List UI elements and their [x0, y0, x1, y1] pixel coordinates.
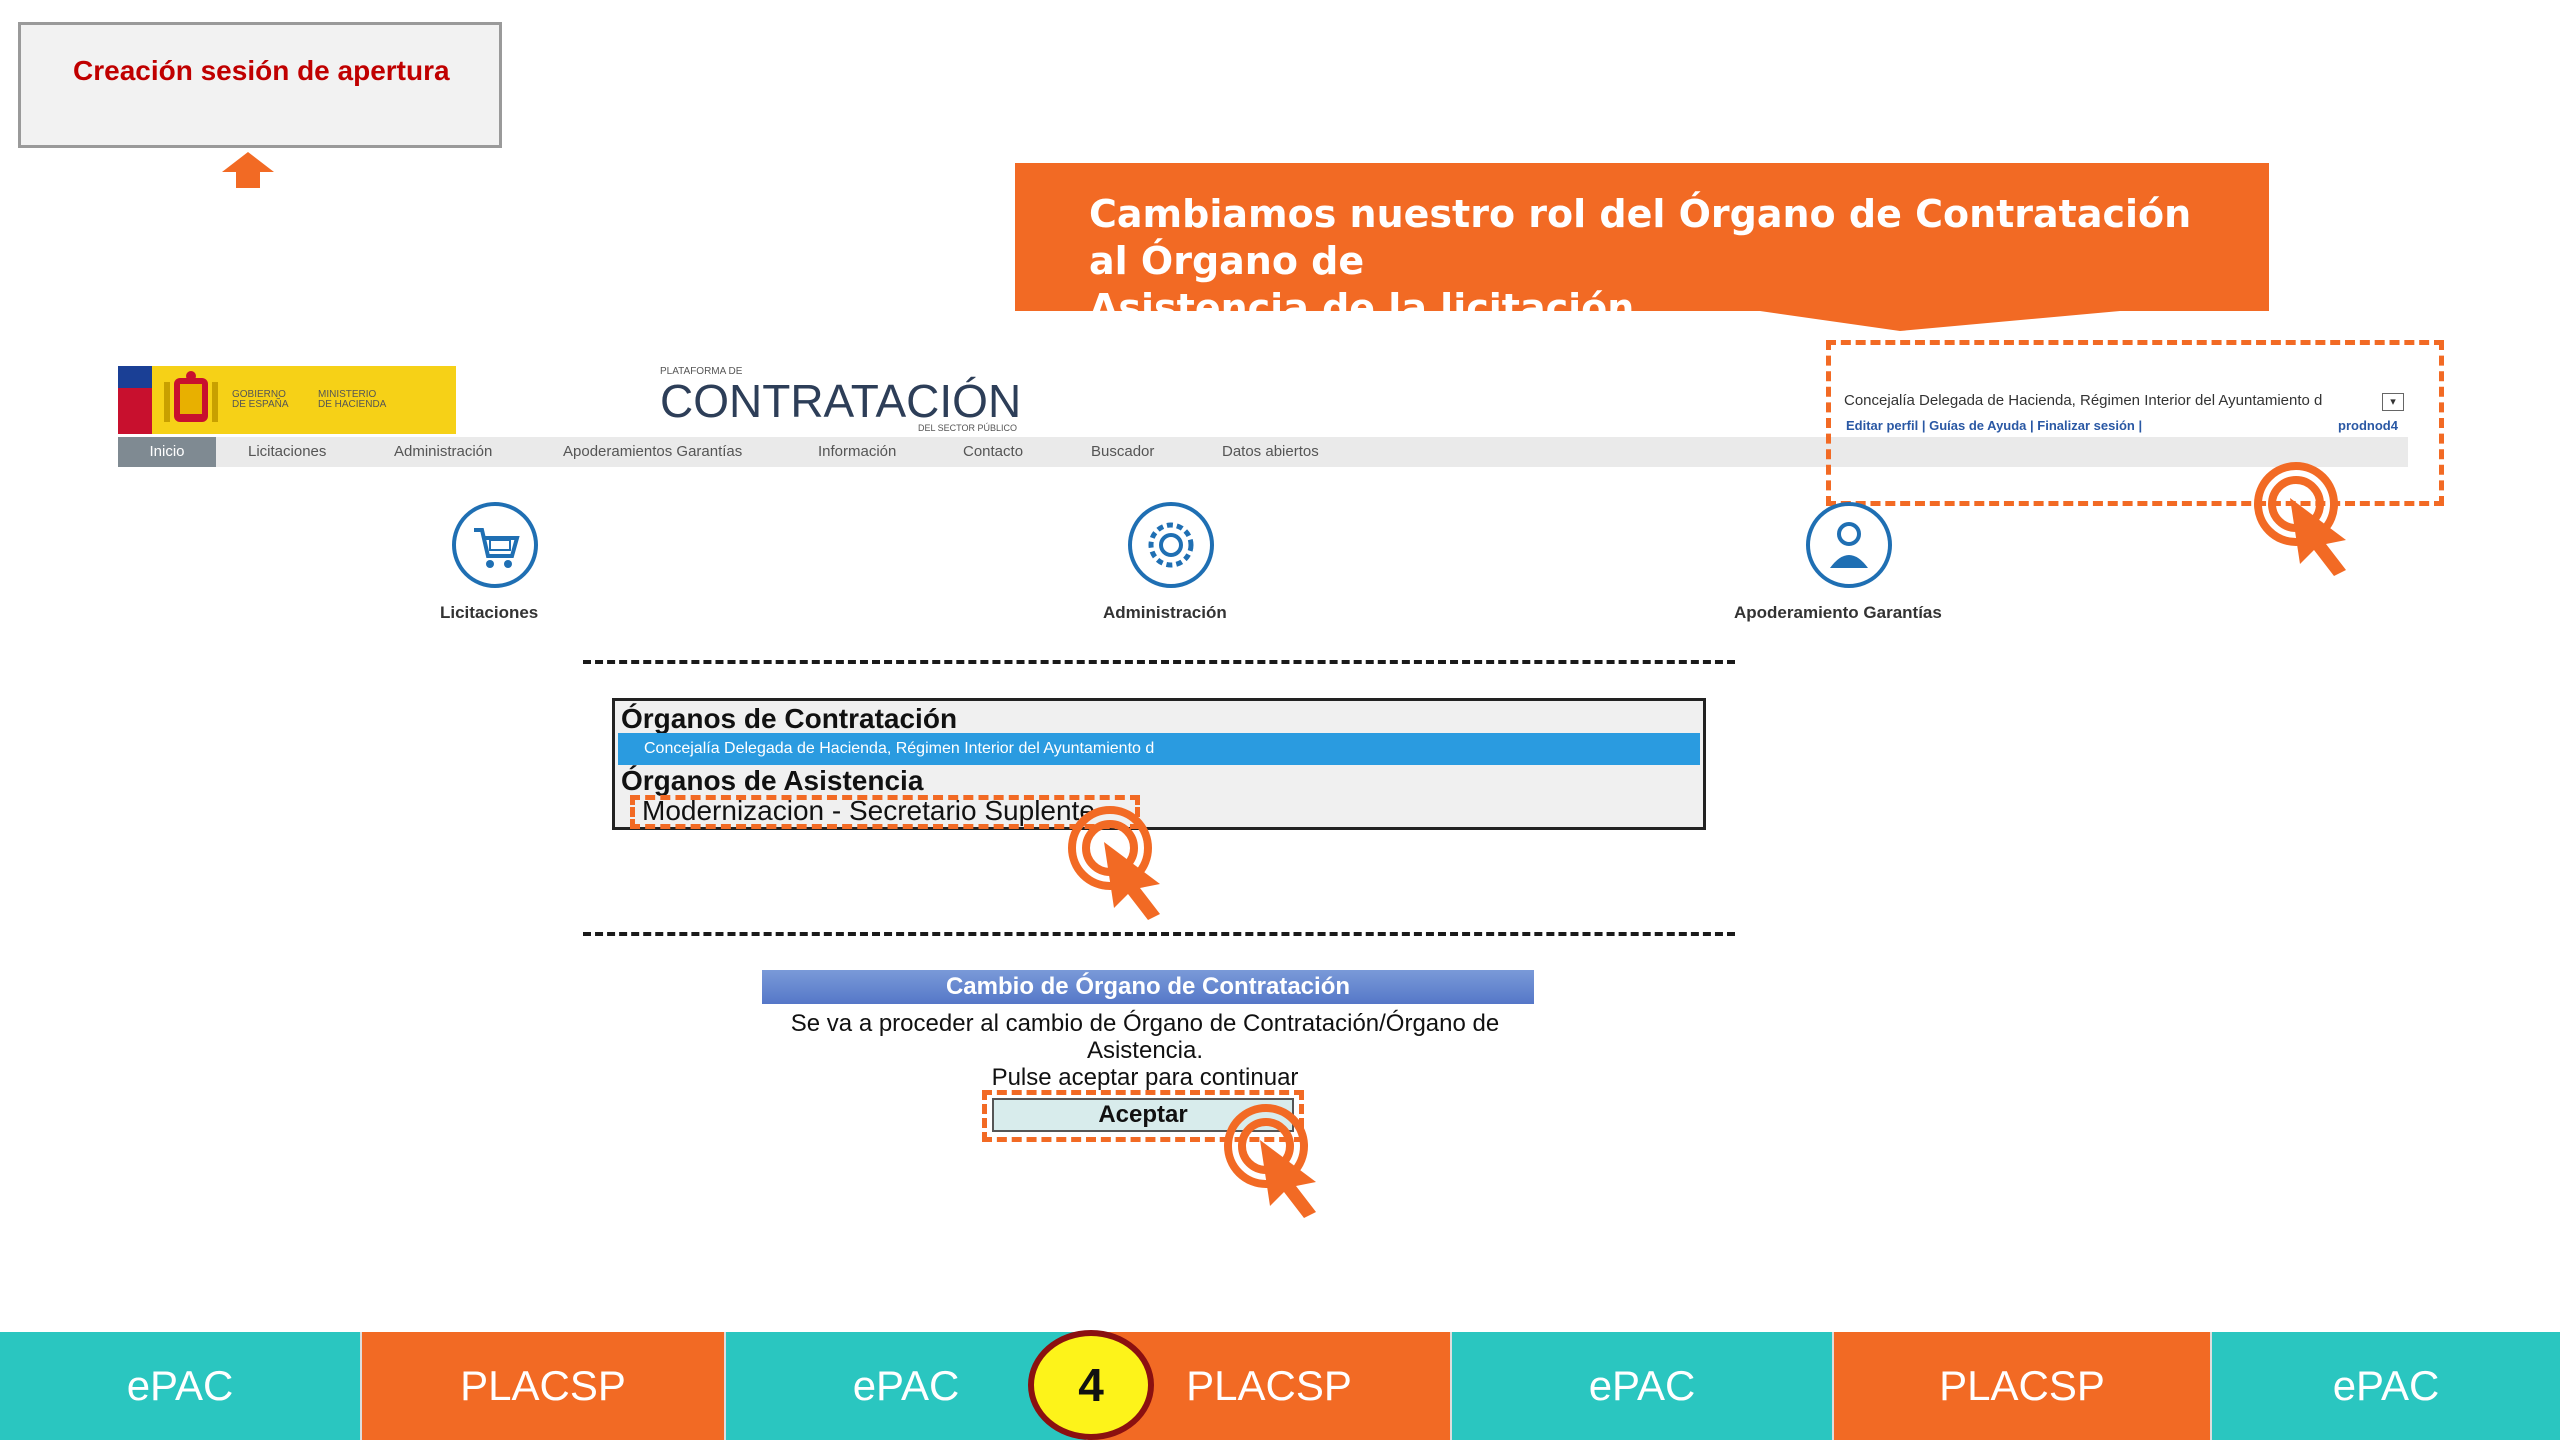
step-epac: ePAC — [726, 1332, 1088, 1440]
gear-icon[interactable] — [1128, 502, 1214, 588]
user-links: Editar perfil | Guías de Ayuda | Finaliz… — [1846, 418, 2143, 433]
role-select[interactable]: Concejalía Delegada de Hacienda, Régimen… — [1844, 392, 2323, 409]
apoderamiento-label: Apoderamiento Garantías — [1734, 603, 1942, 622]
confirmation-title: Cambio de Órgano de Contratación — [762, 970, 1534, 1004]
step-number-badge: 4 — [1028, 1330, 1154, 1440]
callout-line-2: Asistencia de la licitación — [1089, 286, 1635, 330]
help-guides-link[interactable]: Guías de Ayuda — [1929, 418, 2027, 433]
chevron-down-icon[interactable]: ▾ — [2382, 393, 2404, 411]
instruction-callout: Cambiamos nuestro rol del Órgano de Cont… — [1015, 163, 2269, 330]
confirmation-text-1: Se va a proceder al cambio de Órgano de … — [790, 1010, 1500, 1037]
licitaciones-label: Licitaciones — [440, 603, 539, 622]
up-arrow-icon — [222, 152, 274, 188]
step-epac: ePAC — [2212, 1332, 2560, 1440]
confirmation-text-3: Pulse aceptar para continuar — [991, 1064, 1299, 1091]
step-placsp: PLACSP — [1834, 1332, 2212, 1440]
gov-text-1: GOBIERNO — [232, 389, 286, 400]
divider-top — [583, 660, 1735, 664]
step-placsp: PLACSP — [1088, 1332, 1452, 1440]
step-epac: ePAC — [0, 1332, 362, 1440]
confirmation-text-2: Asistencia. — [1086, 1037, 1204, 1064]
callout-tail — [1760, 311, 2120, 331]
logout-link[interactable]: Finalizar sesión — [2037, 418, 2135, 433]
role-select-highlight — [1826, 340, 2444, 506]
option-label: Concejalía Delegada de Hacienda, Régimen… — [644, 740, 1155, 757]
click-pointer-icon — [1224, 1104, 1316, 1218]
listbox-option-selected[interactable]: Concejalía Delegada de Hacienda, Régimen… — [618, 733, 1700, 765]
click-pointer-icon — [2254, 462, 2346, 576]
user-icon[interactable] — [1806, 502, 1892, 588]
nav-item-licitaciones[interactable]: Licitaciones — [248, 443, 327, 460]
step-epac: ePAC — [1452, 1332, 1834, 1440]
platform-small-text: PLATAFORMA DE — [660, 366, 743, 377]
ministry-text-1: MINISTERIO — [318, 389, 377, 400]
administracion-label: Administración — [1103, 603, 1227, 622]
group-asistencia: Órganos de Asistencia — [621, 765, 924, 796]
nav-item-contacto[interactable]: Contacto — [963, 443, 1024, 460]
main-nav: Inicio Licitaciones Administración Apode… — [118, 437, 2408, 467]
eu-flag-blue — [118, 366, 152, 388]
group-contratacion: Órganos de Contratación — [621, 703, 958, 734]
listbox-option-asistencia[interactable]: Modernizacion - Secretario Suplente — [642, 795, 1095, 826]
accept-highlight — [982, 1090, 1304, 1142]
session-label: Creación sesión de apertura — [73, 55, 450, 86]
option-highlight — [630, 795, 1140, 829]
click-pointer-icon — [1068, 806, 1160, 920]
gov-text-2: DE ESPAÑA — [232, 399, 289, 410]
username: prodnod4 — [2338, 418, 2398, 433]
licitaciones-icon[interactable] — [452, 502, 538, 588]
nav-item-administracion[interactable]: Administración — [394, 443, 493, 460]
platform-subtitle: DEL SECTOR PÚBLICO — [918, 423, 1018, 433]
nav-item-datos-abiertos[interactable]: Datos abiertos — [1222, 443, 1319, 460]
coat-of-arms-icon — [164, 371, 218, 422]
organ-listbox[interactable]: Órganos de Contratación Concejalía Deleg… — [612, 698, 1706, 830]
session-label-box: Creación sesión de apertura — [18, 22, 502, 148]
nav-item-buscador[interactable]: Buscador — [1091, 443, 1155, 460]
step-placsp: PLACSP — [362, 1332, 726, 1440]
divider-bottom — [583, 932, 1735, 936]
edit-profile-link[interactable]: Editar perfil — [1846, 418, 1919, 433]
nav-item-inicio[interactable]: Inicio — [118, 437, 216, 467]
platform-logo-title: CONTRATACIÓN — [660, 375, 1022, 427]
process-bar: ePAC PLACSP ePAC PLACSP ePAC PLACSP ePAC — [0, 1332, 2560, 1440]
ministry-text-2: DE HACIENDA — [318, 399, 387, 410]
nav-item-apoderamientos[interactable]: Apoderamientos Garantías — [563, 443, 743, 460]
nav-item-informacion[interactable]: Información — [818, 443, 897, 460]
callout-line-1: Cambiamos nuestro rol del Órgano de Cont… — [1089, 192, 2192, 283]
